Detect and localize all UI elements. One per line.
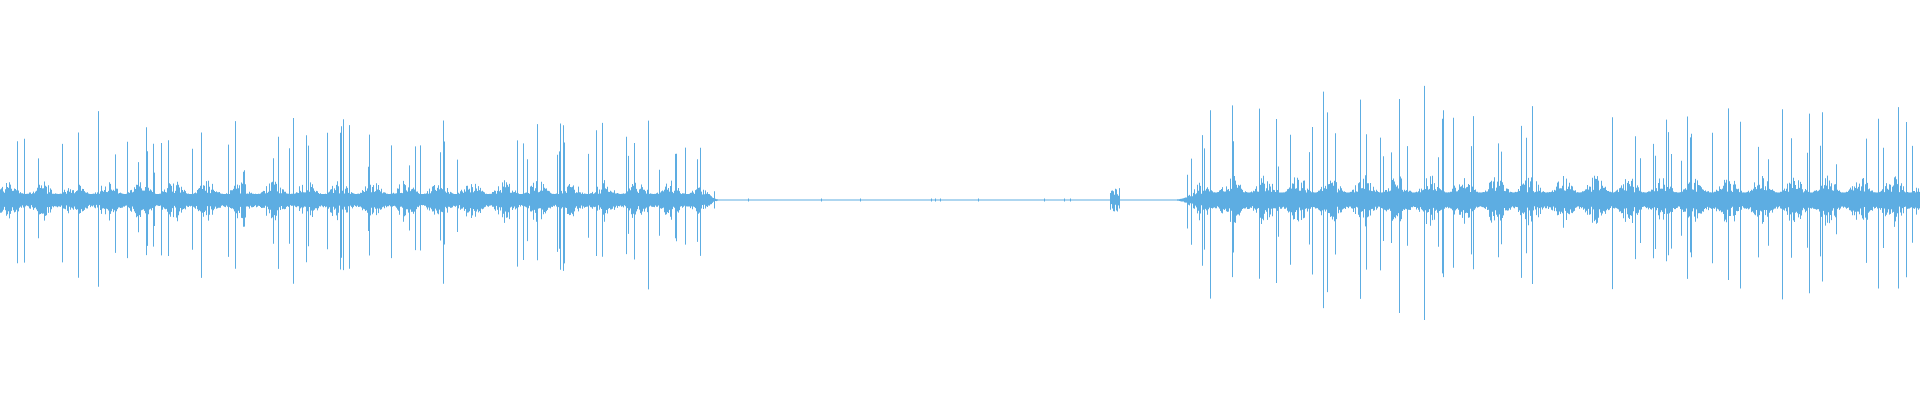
waveform-bars bbox=[0, 85, 1920, 320]
